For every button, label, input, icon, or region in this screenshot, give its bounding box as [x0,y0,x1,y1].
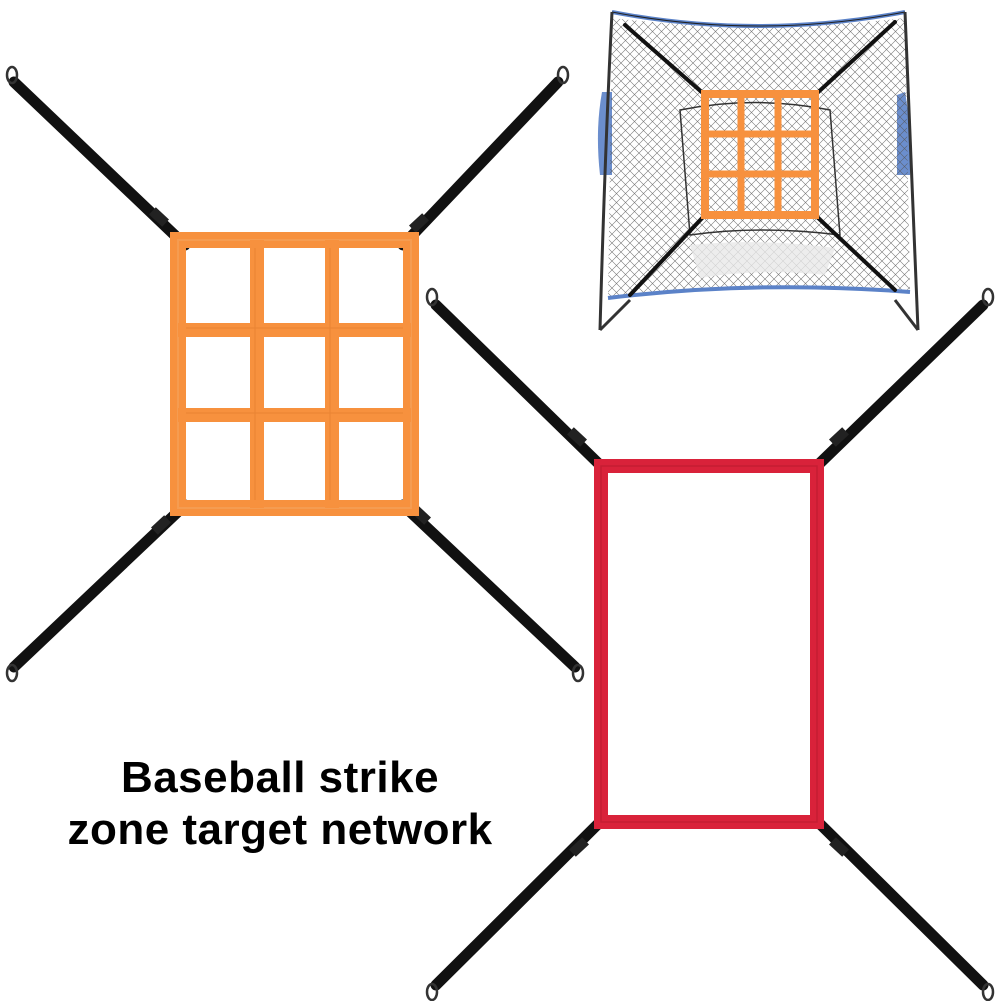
caption-line-2: zone target network [67,805,493,854]
red-target-clips [425,287,995,1002]
orange-target-straps [8,76,581,673]
caption-line-1: Baseball strike [120,753,440,802]
inset-net-photo [597,10,920,332]
red-rectangle-target [594,459,824,829]
red-target-straps [430,299,989,991]
orange-target-clips [5,65,585,683]
orange-target-buckles [149,207,431,535]
orange-grid-target [170,232,419,516]
red-target-buckles [567,427,849,857]
product-caption: Baseball strike zone target network [20,752,540,856]
